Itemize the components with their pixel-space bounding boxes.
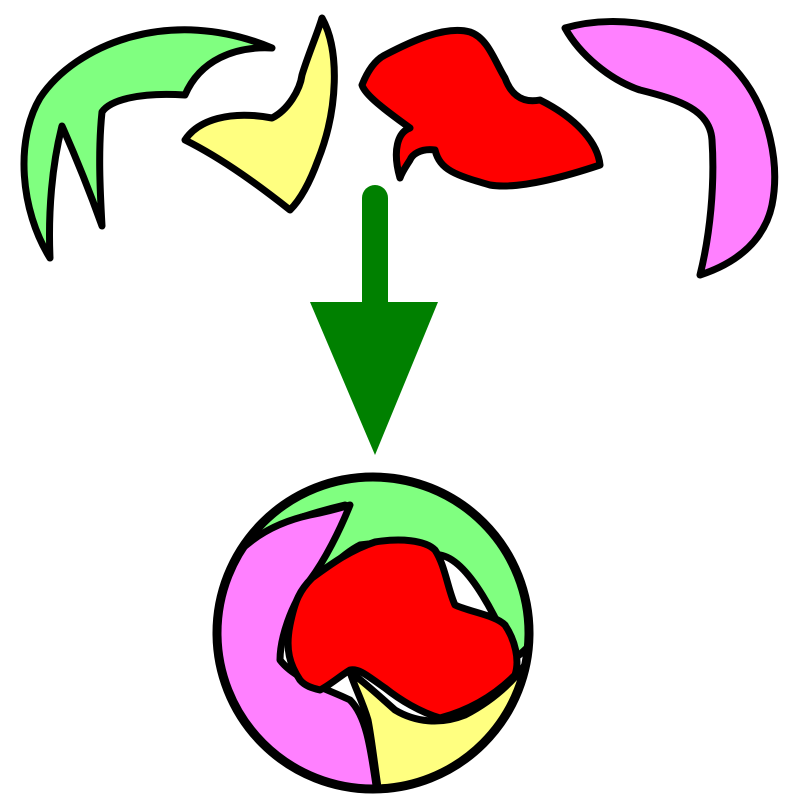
arrow-head [310, 302, 438, 455]
assembled-circle [212, 472, 534, 794]
arrow-down [310, 185, 438, 455]
pink-piece [561, 18, 779, 279]
yellow-piece [181, 14, 338, 214]
green-piece [20, 26, 276, 262]
circle-outline [212, 472, 534, 794]
red-piece [358, 26, 604, 190]
scattered-pieces [20, 14, 779, 279]
